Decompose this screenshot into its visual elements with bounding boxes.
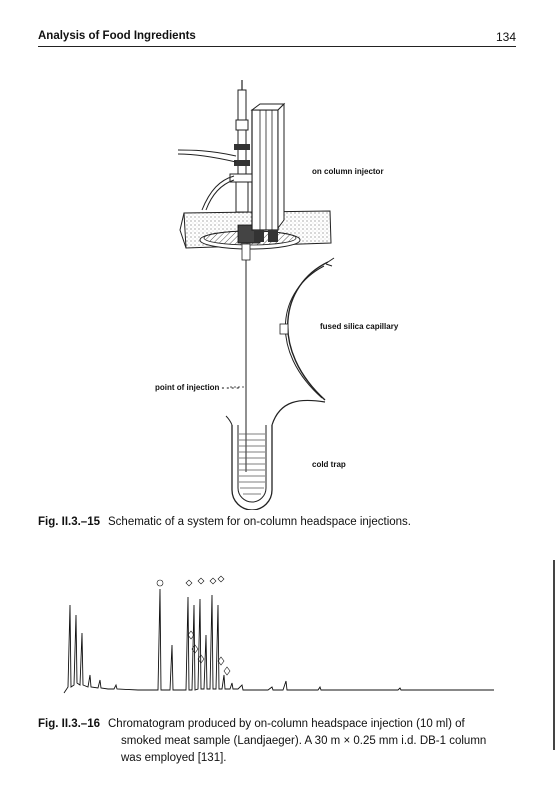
syringe [229, 80, 253, 213]
cold-trap [225, 399, 326, 511]
label-injector: on column injector [312, 167, 384, 176]
figure2-caption-line2: smoked meat sample (Landjaeger). A 30 m … [121, 735, 487, 747]
label-cold-trap: cold trap [312, 460, 346, 469]
figure-chromatogram [58, 575, 500, 700]
injector-body [250, 102, 286, 242]
figure1-caption-text: Schematic of a system for on-column head… [108, 516, 411, 528]
figure2-caption-line1: Chromatogram produced by on-column heads… [108, 718, 465, 730]
page-number: 134 [495, 30, 516, 44]
figure1-number: Fig. II.3.–15 [38, 516, 100, 528]
capillary-line [241, 243, 251, 472]
figure2-caption-line3: was employed [131]. [121, 752, 227, 764]
book-title: Analysis of Food Ingredients [38, 30, 196, 42]
schematic-drawing [177, 80, 335, 511]
figure2-number: Fig. II.3.–16 [38, 718, 100, 730]
figure2-caption: Fig. II.3.–16 Chromatogram produced by on… [38, 716, 526, 767]
figure1-caption: Fig. II.3.–15 Schematic of a system for o… [38, 514, 528, 531]
chromatogram-trace [63, 575, 494, 694]
figure-schematic [150, 80, 410, 511]
gas-lines [177, 149, 237, 211]
label-injection-point: point of injection - - - - [155, 383, 239, 392]
running-header: Analysis of Food Ingredients 134 [38, 30, 516, 47]
capillary-coil [279, 257, 335, 401]
scan-edge [553, 560, 555, 750]
injection-dash: - - - - [219, 383, 239, 392]
label-capillary: fused silica capillary [320, 322, 399, 331]
